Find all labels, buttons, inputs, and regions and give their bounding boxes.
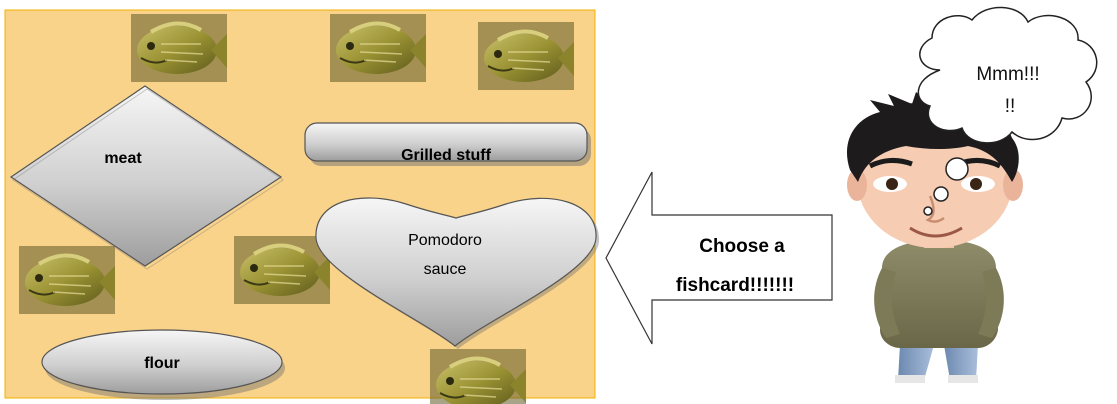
thought-dot-medium: [933, 186, 949, 202]
thought-line1: Mmm!!!: [976, 64, 1039, 85]
choose-arrow-line2: fishcard!!!!!!!: [676, 275, 794, 296]
thought-dot-large: [945, 157, 969, 181]
cartoon-boy: [846, 92, 1023, 383]
pomodoro-label-line1: Pomodoro: [408, 232, 482, 249]
thought-line2: !!: [1005, 96, 1016, 117]
meat-card[interactable]: [9, 85, 283, 267]
fish-card-icon[interactable]: [17, 244, 117, 316]
choose-arrow-line1: Choose a: [699, 236, 785, 257]
flour-card[interactable]: [41, 329, 283, 395]
meat-label: meat: [104, 150, 142, 167]
fish-card-icon[interactable]: [476, 20, 576, 92]
fish-card-icon[interactable]: [232, 234, 332, 306]
pomodoro-sauce-card[interactable]: [315, 197, 597, 347]
thought-dot-small: [923, 206, 933, 216]
pomodoro-label-line2: sauce: [424, 261, 467, 278]
grilled-stuff-label: Grilled stuff: [401, 147, 491, 164]
choose-arrow: [605, 171, 833, 345]
grilled-stuff-card[interactable]: [304, 122, 588, 162]
thought-bubble: [917, 6, 1098, 144]
flour-label: flour: [144, 355, 180, 372]
fish-card-icon[interactable]: [129, 12, 229, 84]
fish-card-icon[interactable]: [328, 12, 428, 84]
fish-card-icon[interactable]: [428, 347, 528, 404]
